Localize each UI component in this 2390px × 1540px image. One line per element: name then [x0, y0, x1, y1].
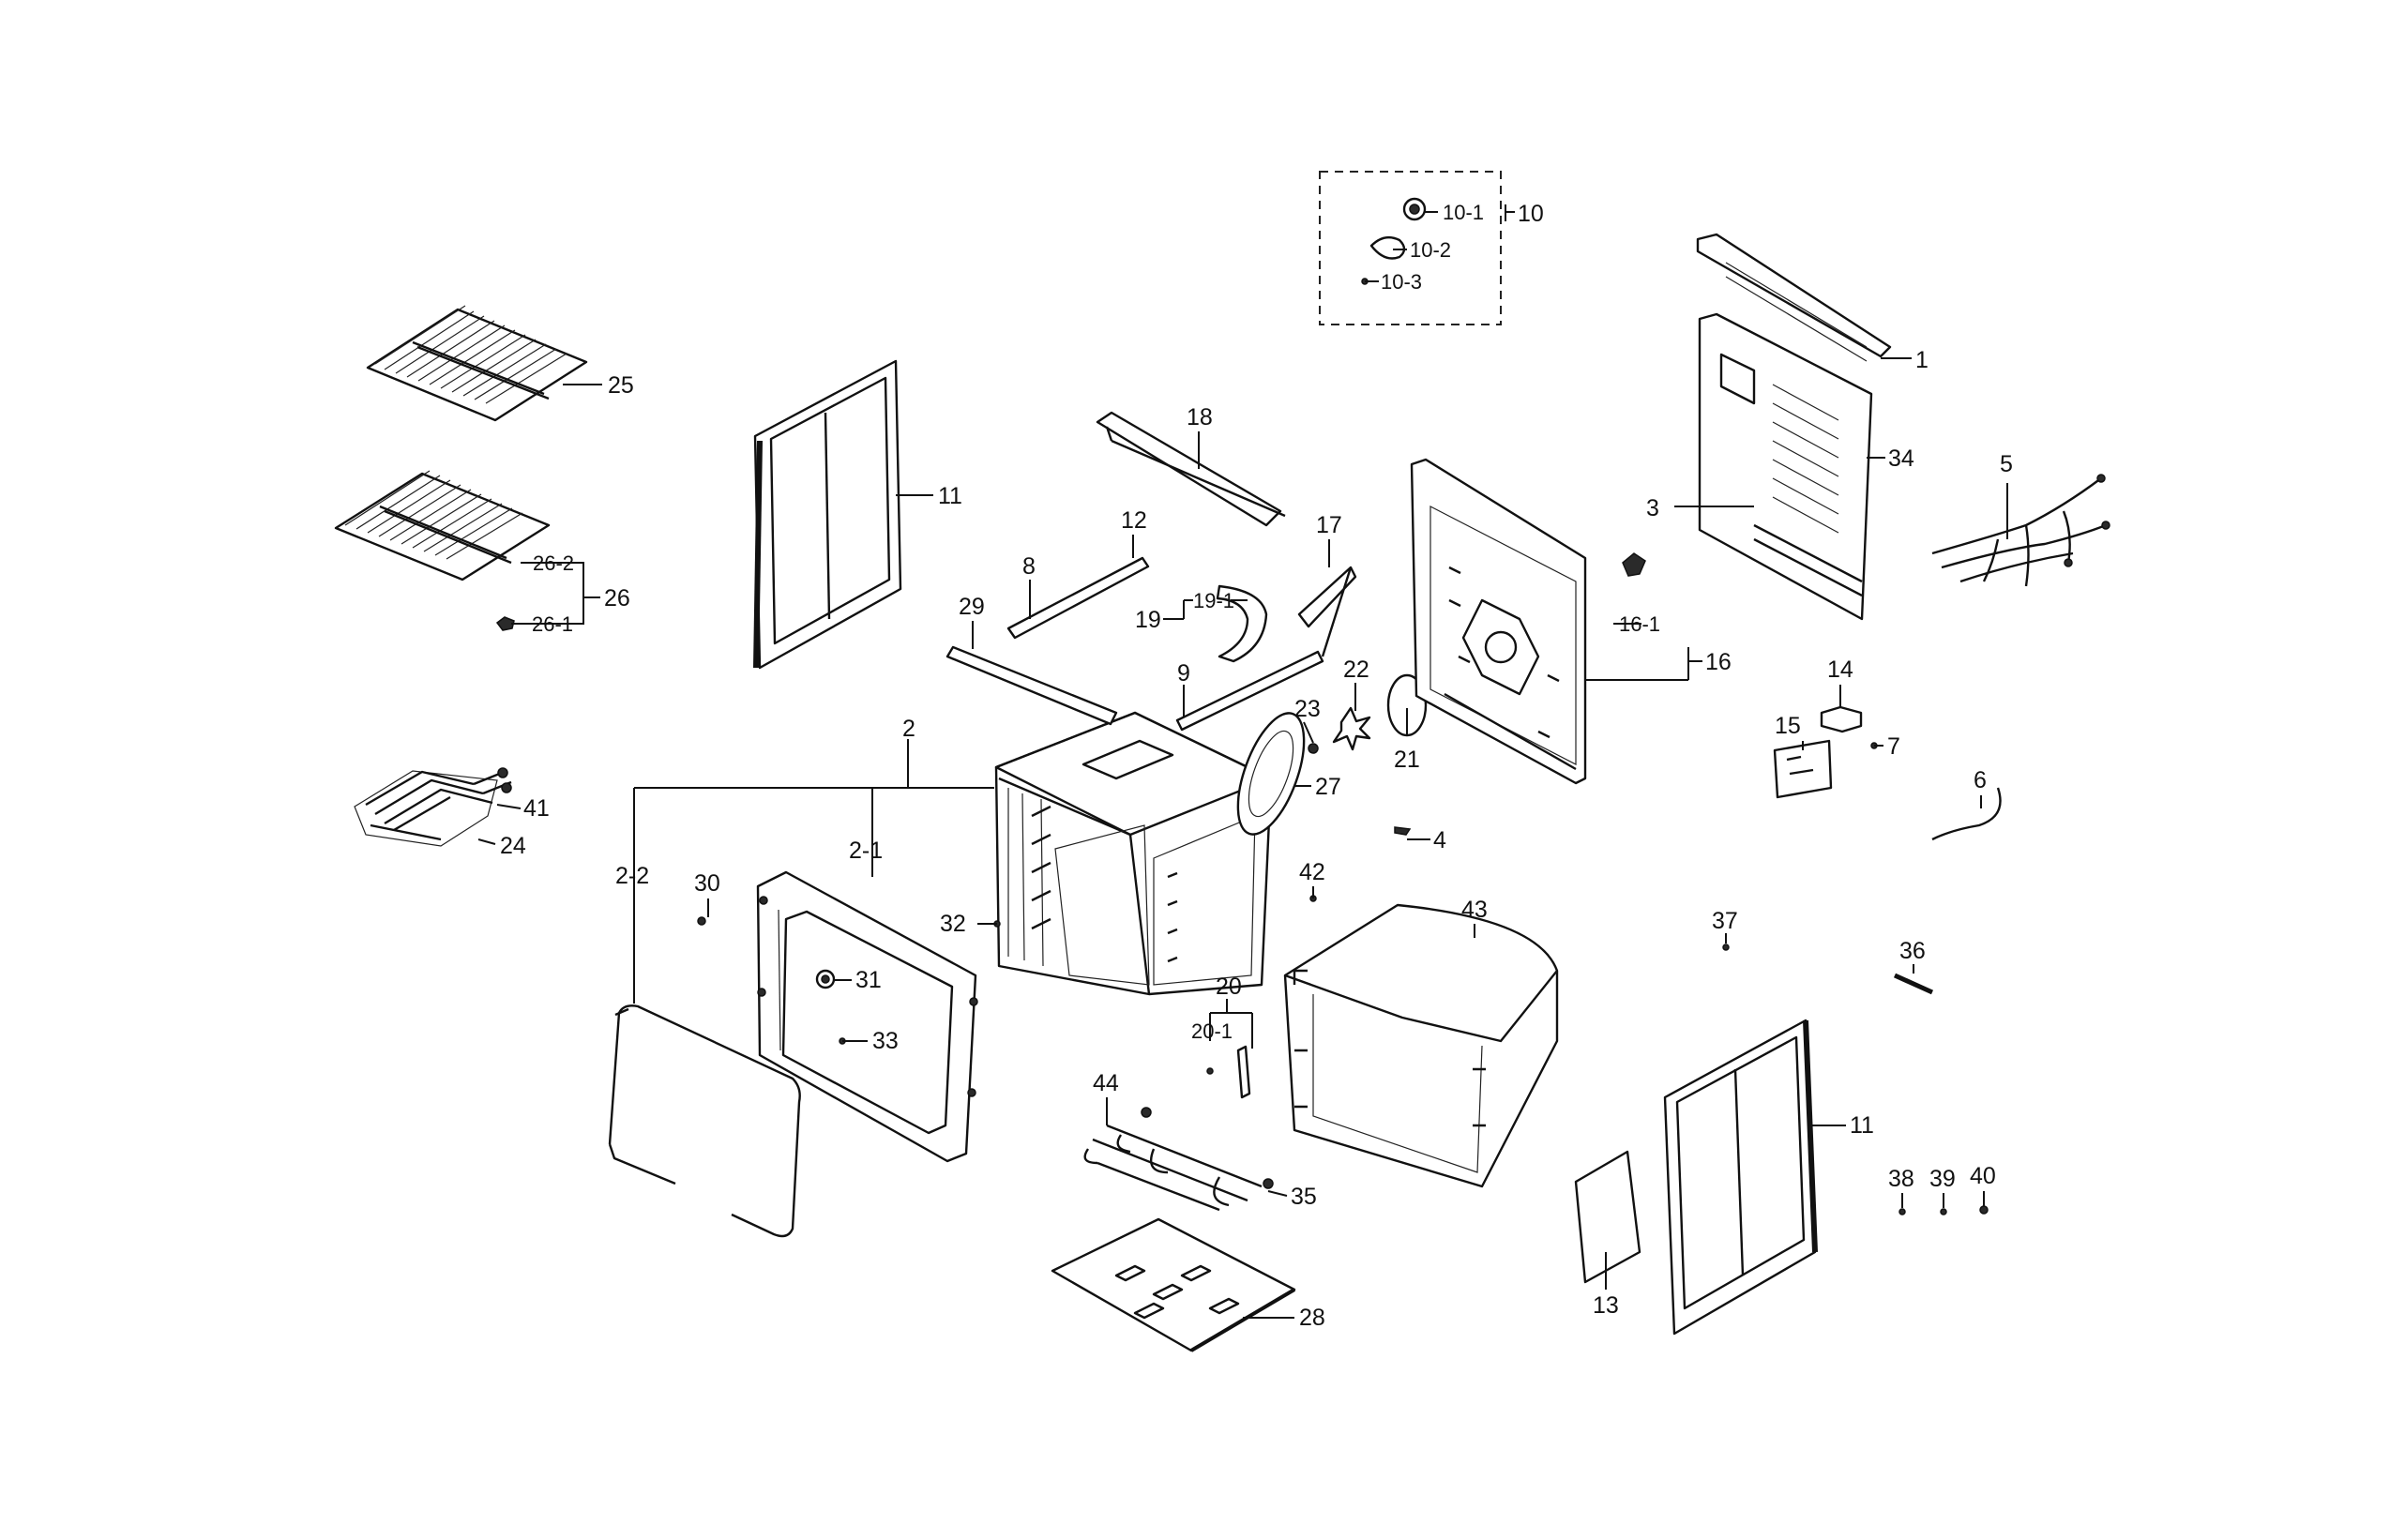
callout-39: 39 — [1929, 1166, 1956, 1192]
door-gasket-2-2 — [608, 1004, 801, 1238]
callout-10-3: 10-3 — [1381, 270, 1422, 294]
side-panel-11-right — [1663, 1019, 1818, 1336]
callout-20: 20 — [1216, 974, 1242, 1000]
callout-15: 15 — [1775, 713, 1801, 739]
callout-7: 7 — [1887, 733, 1900, 760]
callout-8: 8 — [1022, 553, 1036, 580]
callout-32: 32 — [940, 911, 966, 937]
callout-2-2: 2-2 — [615, 863, 649, 889]
callout-9: 9 — [1177, 660, 1190, 687]
callout-28: 28 — [1299, 1305, 1325, 1331]
callout-5: 5 — [2000, 451, 2013, 477]
callout-16: 16 — [1705, 649, 1732, 675]
callout-19: 19 — [1135, 607, 1161, 633]
oven-cavity-2 — [994, 711, 1273, 996]
small-parts — [697, 895, 1989, 1215]
callout-18: 18 — [1187, 404, 1213, 430]
callout-6: 6 — [1974, 767, 1987, 793]
callout-38: 38 — [1888, 1166, 1914, 1192]
back-cover-1 — [1696, 233, 1892, 621]
callout-22: 22 — [1343, 657, 1369, 683]
callout-43: 43 — [1461, 897, 1488, 923]
callout-23: 23 — [1294, 696, 1321, 722]
callout-36: 36 — [1899, 938, 1926, 964]
callout-35: 35 — [1291, 1184, 1317, 1210]
callout-10-2: 10-2 — [1410, 238, 1451, 262]
callout-2-1: 2-1 — [849, 838, 883, 864]
callout-3: 3 — [1646, 495, 1659, 521]
callout-30: 30 — [694, 870, 720, 897]
callout-17: 17 — [1316, 512, 1342, 538]
side-panel-11-left — [753, 359, 902, 670]
callout-24: 24 — [500, 833, 526, 859]
callout-21: 21 — [1394, 747, 1420, 773]
rear-panel-16 — [1410, 458, 1646, 785]
brackets-top — [945, 411, 1357, 732]
panel-13 — [1574, 1150, 1641, 1284]
callout-11-right: 11 — [1850, 1112, 1874, 1139]
wire-harness-5 — [1931, 474, 2110, 587]
callout-33: 33 — [872, 1028, 899, 1054]
callout-42: 42 — [1299, 859, 1325, 885]
oven-door-2-1 — [756, 870, 978, 1163]
bake-element-44 — [1083, 1107, 1274, 1212]
callout-20-1: 20-1 — [1191, 1019, 1233, 1043]
convection-fan-parts — [1236, 673, 1428, 836]
callout-11-left: 11 — [938, 483, 962, 509]
callout-labels: 1 2 2-1 2-2 3 4 5 6 7 8 9 10 10-1 10-2 1… — [500, 201, 2013, 1331]
callout-26-2: 26-2 — [533, 551, 574, 575]
callout-1: 1 — [1915, 347, 1929, 373]
callout-26: 26 — [604, 585, 630, 611]
callout-34: 34 — [1888, 445, 1914, 472]
oven-rack-26 — [334, 470, 551, 631]
callout-12: 12 — [1121, 507, 1147, 534]
callout-10: 10 — [1518, 201, 1544, 227]
callout-40: 40 — [1970, 1163, 1996, 1189]
callout-29: 29 — [959, 594, 985, 620]
callout-26-1: 26-1 — [532, 612, 573, 636]
callout-31: 31 — [855, 967, 882, 993]
control-parts — [1773, 705, 2002, 841]
callout-37: 37 — [1712, 908, 1738, 934]
broil-element-24 — [354, 767, 512, 847]
callout-41: 41 — [523, 795, 550, 822]
callout-44: 44 — [1093, 1070, 1119, 1096]
storage-drawer-43 — [1283, 903, 1559, 1188]
callout-14: 14 — [1827, 657, 1853, 683]
callout-4: 4 — [1433, 827, 1446, 853]
callout-16-1: 16-1 — [1619, 612, 1660, 636]
callout-19-1: 19-1 — [1193, 589, 1234, 612]
callout-2: 2 — [902, 716, 915, 742]
part-10-group-box — [1319, 171, 1502, 325]
bottom-plate-28 — [1051, 1217, 1296, 1352]
part-20 — [1206, 1045, 1251, 1099]
callout-13: 13 — [1593, 1292, 1619, 1319]
callout-10-1: 10-1 — [1443, 201, 1484, 224]
callout-27: 27 — [1315, 774, 1341, 800]
oven-rack-25 — [366, 305, 588, 422]
callout-25: 25 — [608, 372, 634, 399]
leader-lines — [477, 204, 2008, 1319]
